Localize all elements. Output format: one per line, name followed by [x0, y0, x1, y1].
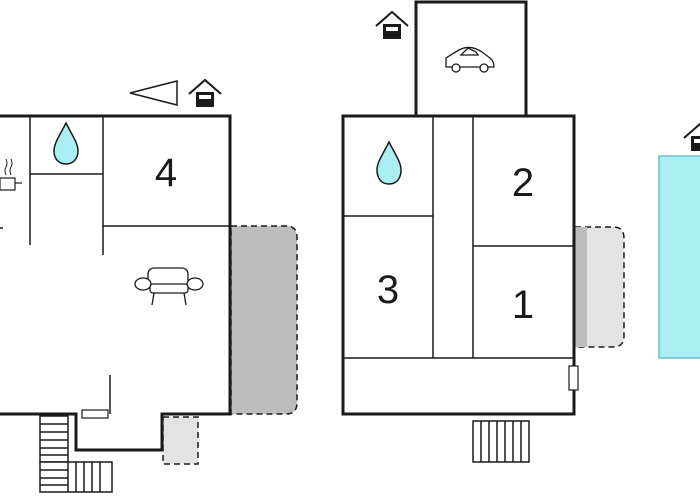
room-label-2: 2 [512, 161, 534, 205]
left-entrance-stairs [39, 415, 113, 493]
water-drop-icon [53, 121, 79, 165]
left-unit: 4 [0, 78, 298, 493]
door-marker [568, 365, 579, 391]
view-direction-icon [129, 80, 178, 106]
car-icon [445, 46, 495, 73]
left-small-terrace [162, 416, 199, 465]
house-entrance-icon [188, 78, 222, 107]
room-label-4: 4 [155, 151, 177, 195]
door-marker [81, 409, 109, 419]
garage-entrance-icon [375, 10, 409, 39]
left-terrace [230, 225, 298, 415]
pool-entrance-icon [683, 122, 700, 151]
middle-unit: 2 3 1 [341, 0, 625, 463]
middle-unit-walls [341, 114, 576, 416]
water-drop-icon [376, 140, 402, 185]
room-label-1: 1 [512, 283, 534, 327]
stove-icon [0, 158, 22, 191]
middle-terrace [574, 226, 625, 348]
middle-terrace-shade [575, 227, 587, 347]
middle-entrance-stairs [472, 420, 530, 463]
sofa-icon [134, 267, 204, 306]
left-unit-walls [0, 114, 232, 452]
swimming-pool [658, 155, 700, 359]
pool-area [658, 122, 700, 359]
room-label-3: 3 [377, 268, 399, 312]
